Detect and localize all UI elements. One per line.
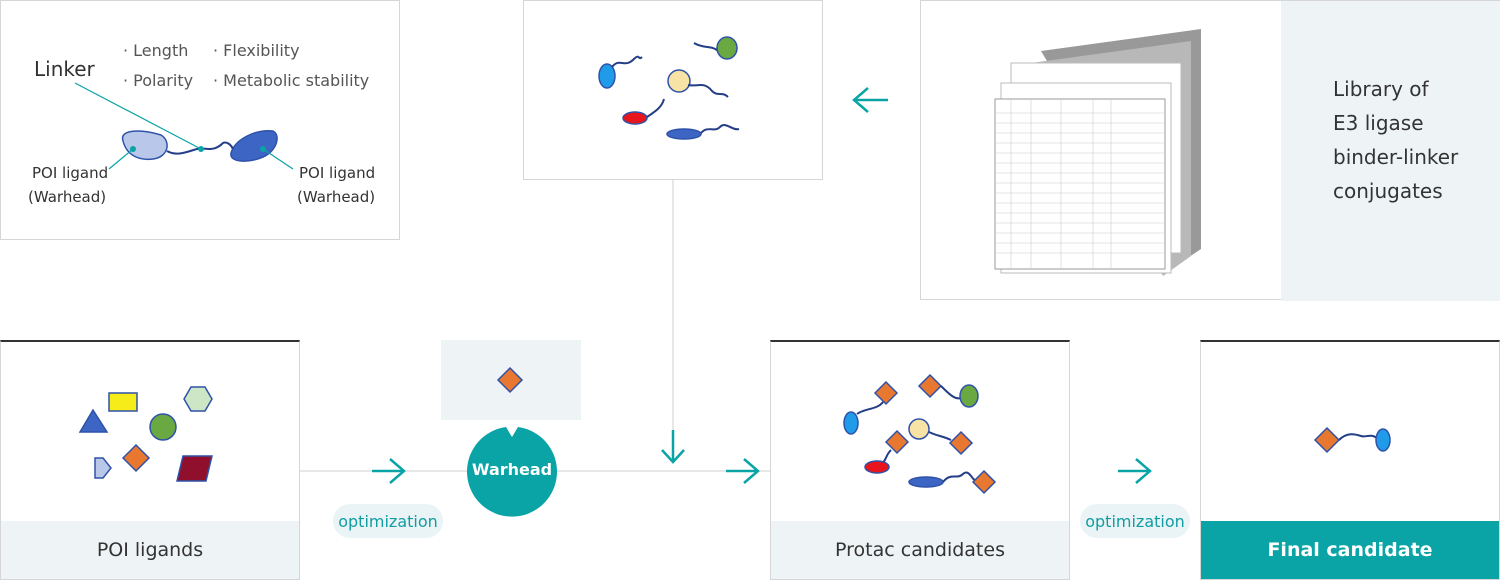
final-candidate-footer: Final candidate	[1201, 521, 1499, 579]
property-length: · Length	[123, 41, 189, 60]
linker-diagram	[74, 82, 294, 170]
linker-label: Linker	[34, 57, 95, 81]
final-candidate-panel: Final candidate	[1200, 340, 1500, 580]
library-line-4: conjugates	[1333, 179, 1443, 203]
warhead-label: Warhead	[471, 460, 553, 479]
library-line-1: Library of	[1333, 77, 1429, 101]
poi-right-line1: POI ligand	[299, 164, 376, 182]
arrow-right-icon	[726, 458, 760, 484]
warhead-circle	[467, 427, 557, 517]
property-flexibility: · Flexibility	[213, 41, 300, 60]
table-stack-icon	[994, 29, 1201, 276]
ligand-shapes	[78, 386, 213, 482]
library-panel: Library of E3 ligase binder-linker conju…	[920, 0, 1500, 301]
poi-ligands-footer: POI ligands	[1, 521, 299, 579]
warhead-diamond-icon	[496, 366, 524, 394]
library-line-2: E3 ligase	[1333, 111, 1424, 135]
linker-panel: Linker · Length · Flexibility · Polarity…	[0, 0, 400, 240]
protac-shapes	[843, 373, 997, 495]
library-side: Library of E3 ligase binder-linker conju…	[1281, 1, 1500, 301]
poi-left-line1: POI ligand	[32, 164, 109, 182]
final-molecule	[1313, 426, 1391, 454]
property-polarity: · Polarity	[123, 71, 194, 90]
conjugates-panel	[523, 0, 823, 180]
property-metabolic-stability: · Metabolic stability	[213, 71, 370, 90]
conjugates-diagram	[598, 36, 740, 140]
arrow-down-icon	[661, 430, 685, 464]
library-line-3: binder-linker	[1333, 145, 1459, 169]
protac-panel: Protac candidates	[770, 340, 1070, 580]
poi-left-line2: (Warhead)	[28, 188, 107, 206]
poi-right-line2: (Warhead)	[297, 188, 376, 206]
protac-footer: Protac candidates	[771, 521, 1069, 579]
arrow-right-icon	[372, 458, 406, 484]
poi-ligands-panel: POI ligands	[0, 340, 300, 580]
arrow-right-icon	[1118, 458, 1152, 484]
warhead-card	[441, 340, 581, 420]
optimization-left-badge: optimization	[333, 504, 443, 538]
arrow-left-icon	[852, 87, 888, 113]
optimization-right-badge: optimization	[1080, 504, 1190, 538]
